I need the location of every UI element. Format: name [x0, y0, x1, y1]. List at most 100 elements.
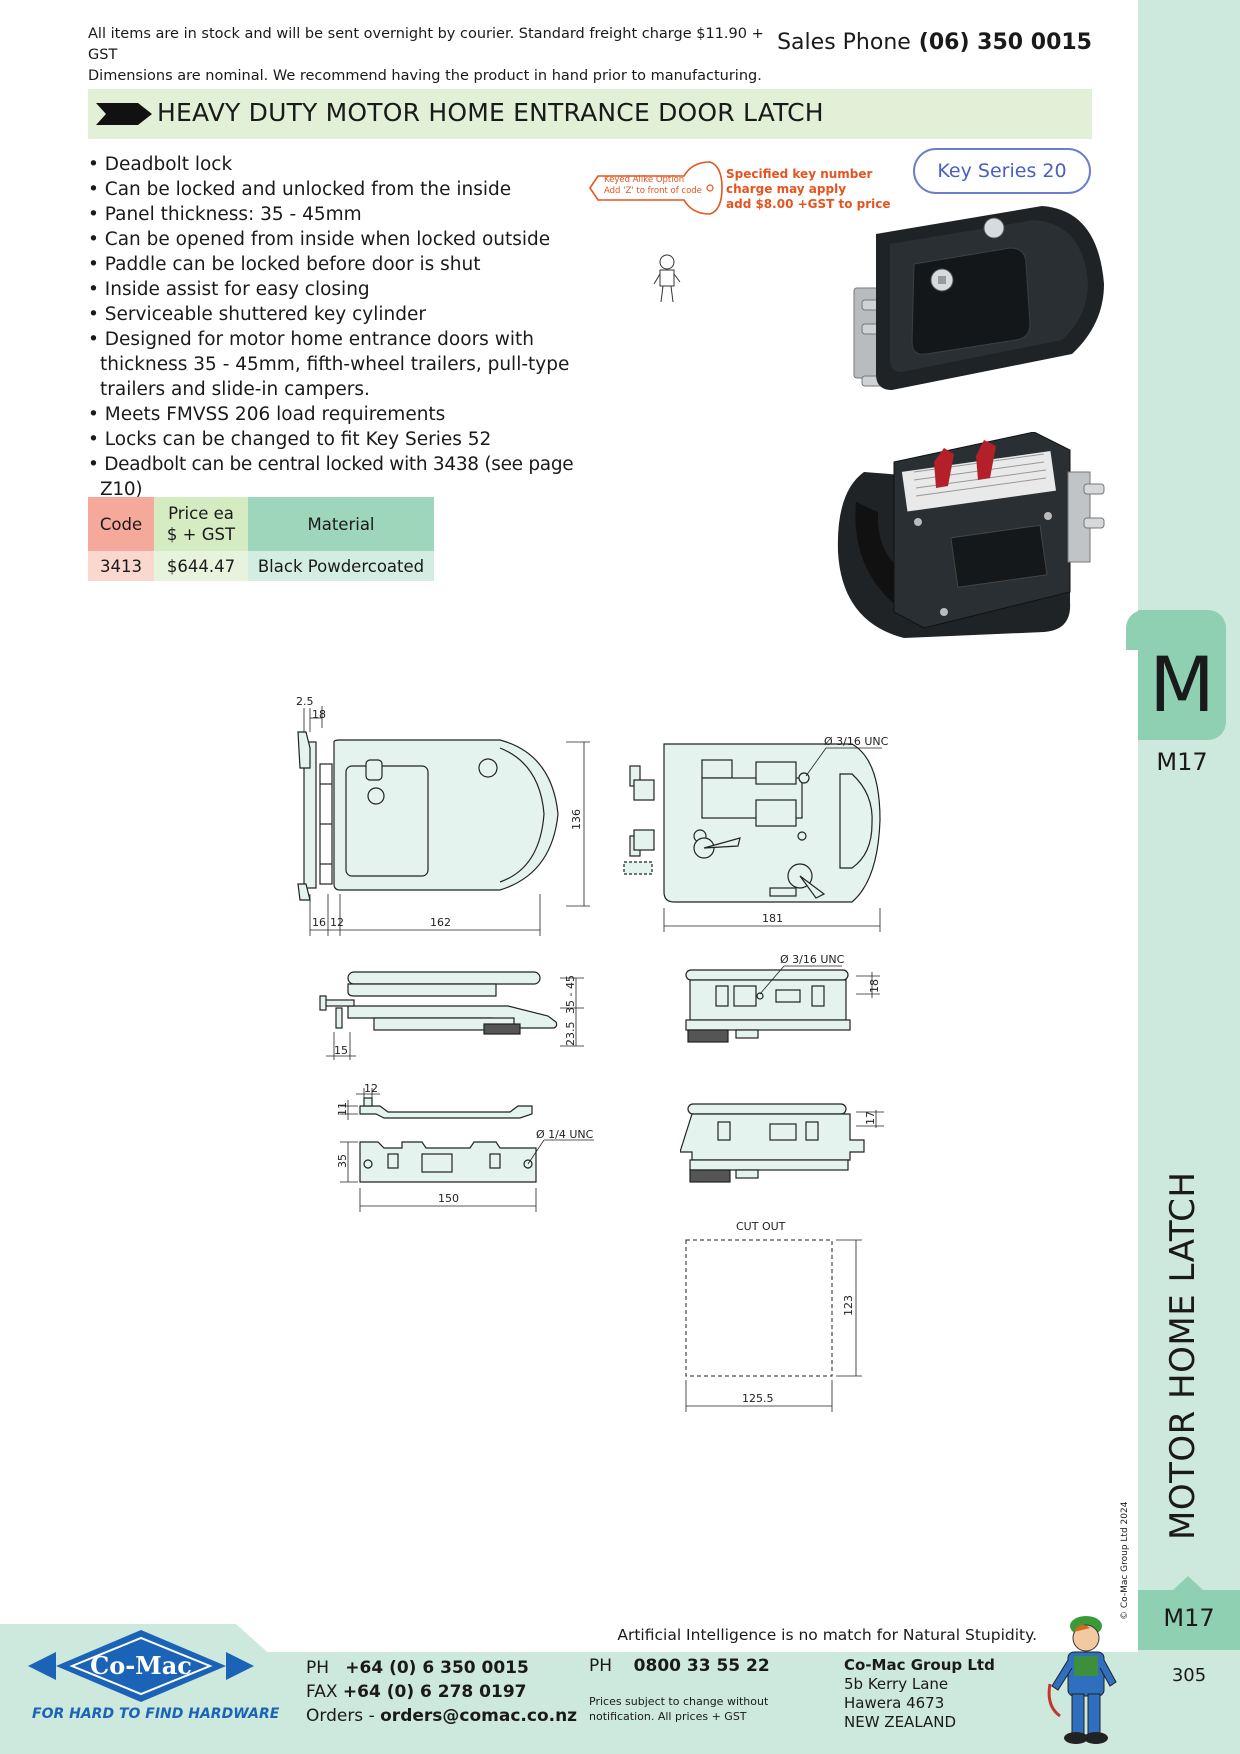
address-line-2: Hawera 4673 — [844, 1694, 945, 1712]
header-material: Material — [248, 497, 434, 551]
orders-email-link[interactable]: orders@comac.co.nz — [380, 1706, 578, 1726]
copyright: © Co-Mac Group Ltd 2024 — [1120, 1501, 1130, 1620]
feature-item: Can be opened from inside when locked ou… — [88, 227, 608, 252]
feature-item: Inside assist for easy closing — [88, 277, 608, 302]
feature-item: Meets FMVSS 206 load requirements — [88, 402, 608, 427]
page-number: 305 — [1171, 1665, 1207, 1686]
dim-136: 136 — [570, 809, 583, 830]
unc-label-1: Ø 3/16 UNC — [824, 735, 889, 748]
notice-line-2: Dimensions are nominal. We recommend hav… — [88, 68, 762, 84]
spec-line-1: Specified key number — [726, 167, 873, 181]
header-price-line-2: $ + GST — [166, 525, 236, 544]
feature-list: Deadbolt lock Can be locked and unlocked… — [88, 152, 608, 502]
sales-phone-label: Sales Phone — [777, 30, 911, 55]
dim-12-a: 12 — [330, 916, 344, 929]
dim-12-b: 12 — [364, 1082, 378, 1095]
section-vertical-title: MOTOR HOME LATCH — [1163, 1171, 1203, 1540]
sales-phone-number[interactable]: (06) 350 0015 — [918, 30, 1092, 55]
orders-label: Orders - — [306, 1706, 375, 1726]
spec-line-3: add $8.00 +GST to price — [726, 197, 891, 211]
bottom-section-tab — [1138, 1590, 1240, 1650]
logo-text: Co-Mac — [90, 1651, 192, 1680]
sales-phone: Sales Phone (06) 350 0015 — [777, 30, 1092, 55]
fax-number: +64 (0) 6 278 0197 — [342, 1682, 527, 1702]
keyed-alike-note: Keyed Alike Option Add 'Z' to front of c… — [604, 175, 702, 197]
table-header-row: Code Price ea $ + GST Material — [88, 497, 434, 551]
product-photo-back — [837, 432, 1105, 638]
address-line-3: NEW ZEALAND — [844, 1713, 957, 1731]
footer-contact: PH +64 (0) 6 350 0015 FAX +64 (0) 6 278 … — [306, 1656, 577, 1728]
drawing-front-view: 2.5 18 136 16 12 162 — [296, 695, 590, 936]
bottom-tab-pointer — [1172, 1576, 1204, 1591]
footer-fax-row: FAX +64 (0) 6 278 0197 — [306, 1680, 577, 1704]
section-code: M17 — [1156, 748, 1208, 776]
feature-item: Serviceable shuttered key cylinder — [88, 302, 608, 327]
shipping-notice: All items are in stock and will be sent … — [88, 24, 788, 87]
footer-orders-row: Orders - orders@comac.co.nz — [306, 1704, 577, 1728]
cell-price: $644.47 — [154, 551, 248, 581]
price-table: Code Price ea $ + GST Material 3413 $644.… — [88, 497, 434, 581]
footer-phone-row: PH +64 (0) 6 350 0015 — [306, 1656, 577, 1680]
header-code: Code — [88, 497, 154, 551]
footer-address: Co-Mac Group Ltd 5b Kerry Lane Hawera 46… — [844, 1656, 995, 1732]
drawing-top-view: Ø 3/16 UNC 18 — [685, 953, 881, 1043]
feature-item: Panel thickness: 35 - 45mm — [88, 202, 608, 227]
dim-35: 35 — [336, 1154, 349, 1168]
dim-18-b: 18 — [868, 979, 881, 993]
feature-item: Locks can be changed to fit Key Series 5… — [88, 427, 608, 452]
logo-tagline: FOR HARD TO FIND HARDWARE — [32, 1706, 280, 1722]
dim-123: 123 — [842, 1295, 855, 1316]
freephone-label: PH — [589, 1656, 613, 1676]
section-letter: M — [1149, 640, 1215, 729]
notice-line-1: All items are in stock and will be sent … — [88, 26, 764, 63]
dim-18-a: 18 — [312, 708, 326, 721]
dim-35-45: 35 - 45 — [564, 975, 577, 1014]
dim-16: 16 — [312, 916, 326, 929]
product-title: HEAVY DUTY MOTOR HOME ENTRANCE DOOR LATC… — [157, 98, 824, 127]
dim-15: 15 — [334, 1044, 348, 1057]
keyed-alike-line-1: Keyed Alike Option — [604, 175, 685, 185]
price-note-line-1: Prices subject to change without — [589, 1695, 769, 1708]
section-sidebar — [1138, 0, 1240, 1754]
title-arrow-icon — [96, 103, 152, 125]
price-note-line-2: notification. All prices + GST — [589, 1710, 747, 1723]
fax-label: FAX — [306, 1682, 338, 1702]
dim-181: 181 — [762, 912, 783, 925]
section-tab[interactable] — [1138, 610, 1226, 740]
key-series-badge[interactable]: Key Series 20 — [913, 148, 1091, 194]
footer-freephone: PH 0800 33 55 22 — [589, 1656, 770, 1676]
footer-price-note: Prices subject to change without notific… — [589, 1694, 768, 1724]
dim-23-5: 23.5 — [564, 1022, 577, 1047]
feature-item: Deadbolt can be central locked with 3438… — [88, 452, 608, 502]
bottom-section-code: M17 — [1163, 1604, 1215, 1632]
feature-item: Paddle can be locked before door is shut — [88, 252, 608, 277]
drawing-strike-plate: 12 11 35 Ø 1/4 UNC 150 — [336, 1082, 594, 1212]
phone-number[interactable]: +64 (0) 6 350 0015 — [345, 1658, 529, 1678]
feature-item: Designed for motor home entrance doors w… — [88, 327, 608, 402]
mascot-icon — [1047, 1616, 1117, 1744]
product-photo-front — [853, 206, 1104, 390]
mascot-doodle-icon — [653, 254, 681, 303]
comac-logo-icon: Co-Mac — [28, 1630, 254, 1702]
cell-code: 3413 — [88, 551, 154, 581]
address-line-1: 5b Kerry Lane — [844, 1675, 949, 1693]
company-name: Co-Mac Group Ltd — [844, 1656, 995, 1674]
drawing-cutout: CUT OUT 123 125.5 — [685, 1220, 862, 1412]
unc-label-3: Ø 1/4 UNC — [536, 1128, 594, 1141]
dim-17: 17 — [864, 1111, 877, 1125]
freephone-number[interactable]: 0800 33 55 22 — [633, 1656, 770, 1676]
dim-150: 150 — [438, 1192, 459, 1205]
key-icon — [589, 161, 723, 215]
title-bar — [88, 89, 1092, 139]
dim-2-5: 2.5 — [296, 695, 314, 708]
table-row: 3413 $644.47 Black Powdercoated — [88, 551, 434, 581]
footer-tagline: Artificial Intelligence is no match for … — [617, 1626, 1037, 1644]
dim-125-5: 125.5 — [742, 1392, 774, 1405]
header-price-line-1: Price ea — [168, 504, 234, 523]
dim-11: 11 — [336, 1102, 349, 1116]
dim-162: 162 — [430, 916, 451, 929]
spec-line-2: charge may apply — [726, 182, 847, 196]
specified-key-note: Specified key number charge may apply ad… — [726, 167, 891, 212]
keyed-alike-line-2: Add 'Z' to front of code — [604, 186, 702, 196]
drawing-bottom-view: 17 — [680, 1103, 884, 1183]
